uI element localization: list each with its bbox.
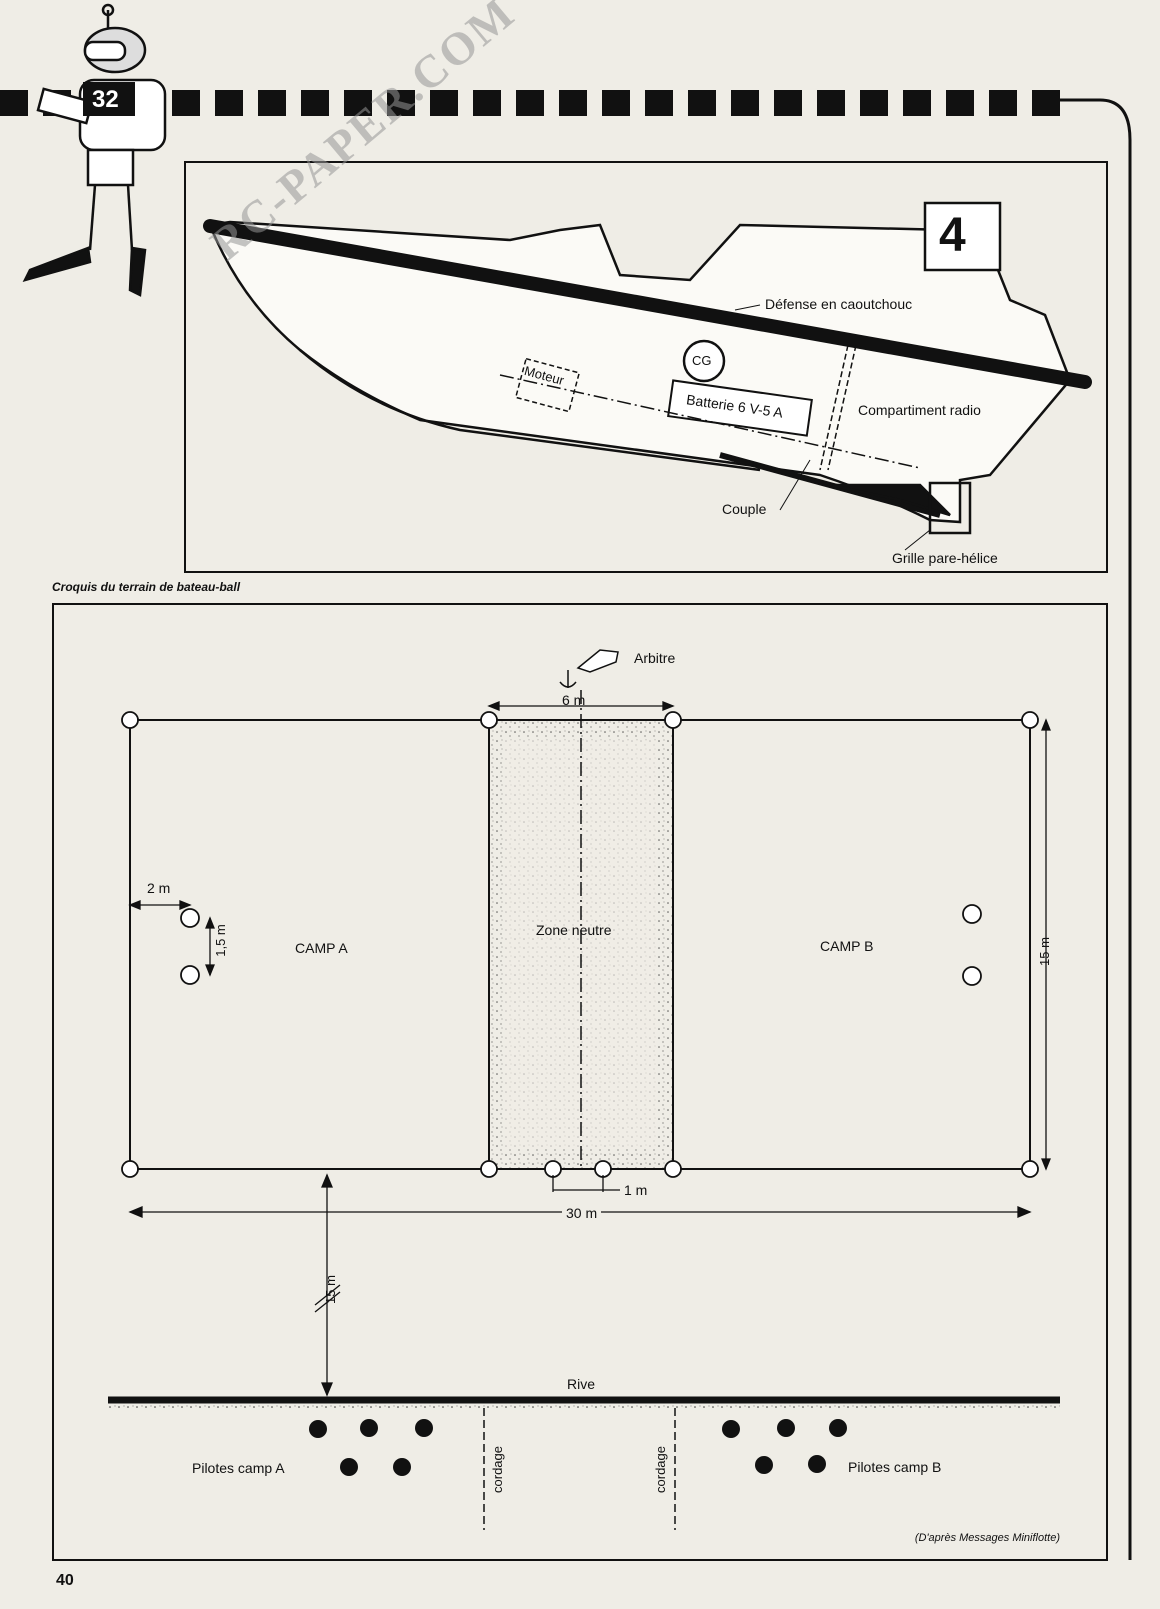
propeller-guard (928, 481, 972, 535)
strip-square (602, 90, 630, 116)
label-rope-1: cordage (489, 1446, 505, 1493)
field-rectangle (129, 719, 1031, 1170)
strip-square (172, 90, 200, 116)
motor-outline (514, 357, 581, 413)
dim-15m-side (1041, 718, 1051, 1171)
strip-square (473, 90, 501, 116)
label-camp-a: CAMP A (295, 940, 348, 956)
label-frame: Couple (722, 501, 767, 517)
race-number: 4 (939, 209, 966, 262)
strip-square (688, 90, 716, 116)
strip-square (989, 90, 1017, 116)
fender-leader (734, 304, 761, 311)
pilots-camp-b-markers (722, 1419, 847, 1474)
label-1m: 1 m (624, 1182, 648, 1198)
pilots-camp-a-markers (309, 1419, 433, 1476)
label-cg: CG (692, 353, 712, 368)
strip-square (344, 90, 372, 116)
label-pilots-b: Pilotes camp B (848, 1459, 942, 1475)
strip-square (1032, 90, 1060, 116)
race-number-plate (923, 201, 1002, 272)
strip-square (774, 90, 802, 116)
label-1-5m: 1,5 m (212, 924, 228, 957)
strip-square (301, 90, 329, 116)
field-frame (52, 603, 1108, 1561)
boat-hull (208, 220, 1072, 524)
label-guard: Grille pare-hélice (892, 550, 998, 566)
label-rope-2: cordage (652, 1446, 668, 1493)
strip-square (860, 90, 888, 116)
strip-square (387, 90, 415, 116)
credit-note: (D'après Messages Miniflotte) (914, 1532, 1060, 1544)
mascot-illustration (22, 3, 167, 297)
radio-divider (819, 344, 849, 471)
badge-backplate (83, 82, 135, 116)
dim-1-5m (205, 916, 215, 977)
label-neutral-width: 6 m (562, 692, 586, 708)
strip-square (258, 90, 286, 116)
strip-square (516, 90, 544, 116)
column-bracket (1050, 98, 1132, 1560)
guard-leader (904, 529, 931, 551)
dim-1m (552, 1175, 620, 1192)
dim-15m-shore (314, 1173, 341, 1397)
strip-square (559, 90, 587, 116)
dim-2m (128, 900, 192, 910)
corner-buoys (121, 711, 1039, 1178)
boat-frame (184, 161, 1108, 573)
strip-square (903, 90, 931, 116)
label-shore: Rive (567, 1376, 596, 1392)
label-15m-shore: 15 m (322, 1275, 338, 1304)
cg-marker (682, 339, 726, 383)
label-referee: Arbitre (634, 650, 676, 666)
page-number: 40 (56, 1572, 74, 1589)
strip-square (817, 90, 845, 116)
strip-square (731, 90, 759, 116)
battery-box (667, 379, 813, 437)
label-15m-side: 15 m (1036, 937, 1052, 966)
goal-buoys (180, 904, 982, 986)
frame-leader (779, 459, 811, 511)
strip-square (0, 90, 28, 116)
referee-boat (559, 649, 619, 688)
label-2m: 2 m (147, 880, 171, 896)
strip-square (215, 90, 243, 116)
label-pilots-a: Pilotes camp A (192, 1460, 285, 1476)
fender-bar (203, 219, 1092, 389)
dim-6m (487, 701, 675, 711)
field-caption: Croquis du terrain de bateau-ball (52, 580, 241, 594)
label-radio: Compartiment radio (858, 402, 981, 418)
label-camp-b: CAMP B (820, 938, 874, 954)
strip-square (946, 90, 974, 116)
label-neutral-zone: Zone neutre (536, 922, 612, 938)
label-30m: 30 m (562, 1205, 602, 1221)
strip-square (645, 90, 673, 116)
page-badge-number: 32 (92, 86, 119, 113)
strip-square (430, 90, 458, 116)
label-fender: Défense en caoutchouc (765, 296, 913, 312)
